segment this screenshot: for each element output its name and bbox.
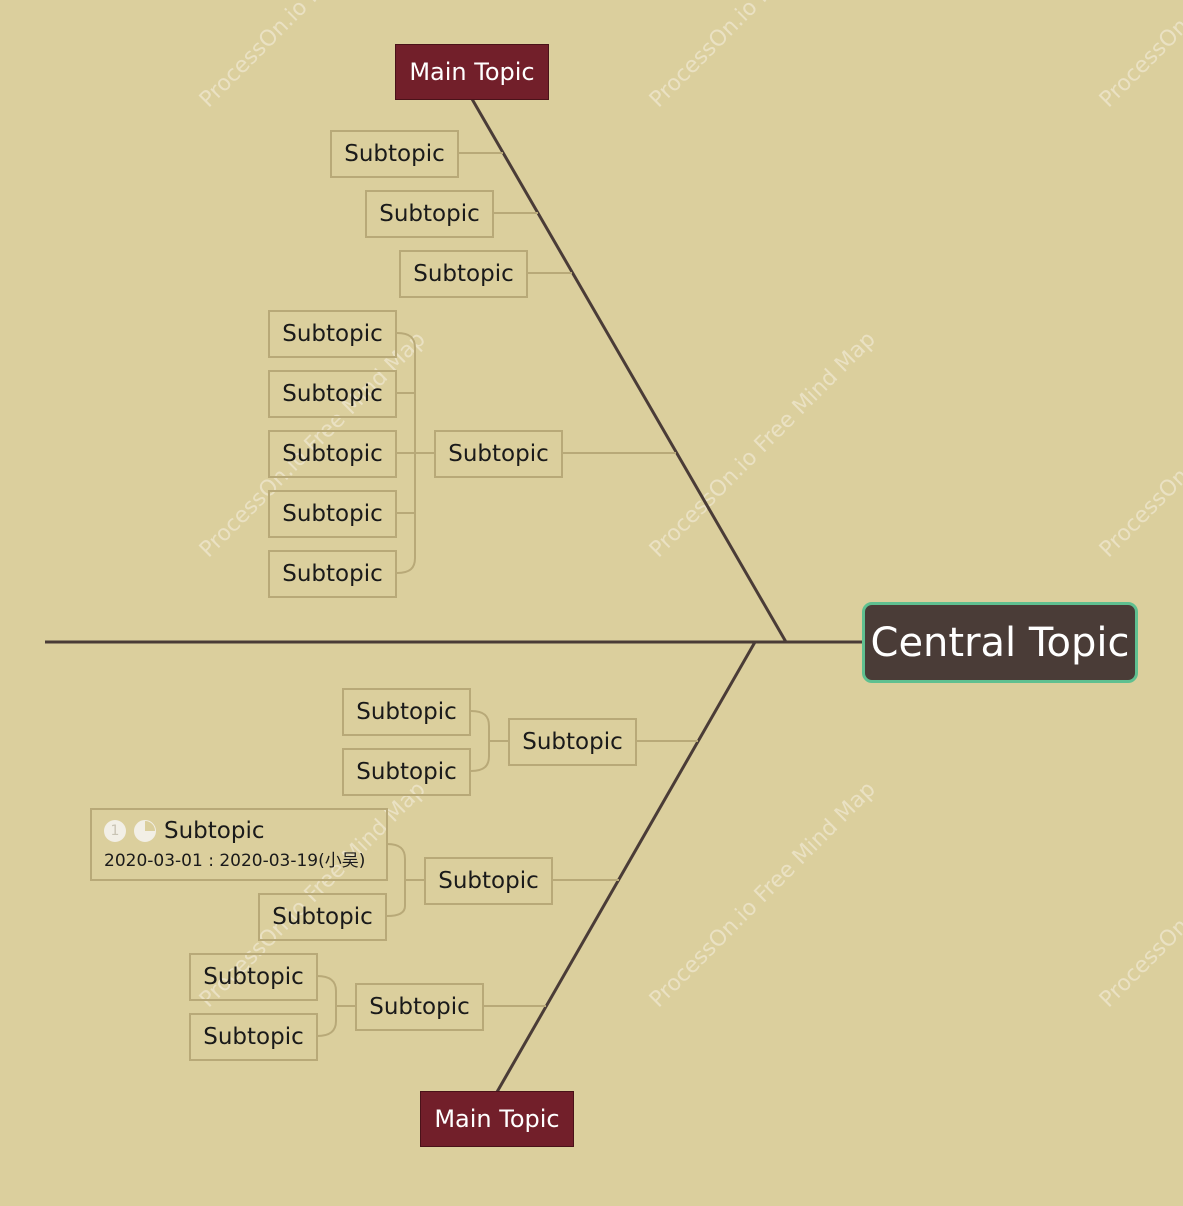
subtopic-label: Subtopic (448, 441, 549, 467)
upper-bone (470, 98, 788, 643)
subtopic-node[interactable]: Subtopic (189, 1013, 318, 1061)
central-topic-label: Central Topic (870, 619, 1130, 666)
subtopic-label: Subtopic (356, 759, 457, 785)
subtopic-label: Subtopic (282, 381, 383, 407)
subtopic-node[interactable]: Subtopic (258, 893, 387, 941)
main-topic-upper[interactable]: Main Topic (395, 44, 549, 100)
subtopic-label: Subtopic (438, 868, 539, 894)
central-topic[interactable]: Central Topic (862, 602, 1138, 683)
priority-1-icon: 1 (104, 820, 126, 842)
subtopic-node[interactable]: Subtopic (330, 130, 459, 178)
subtopic-node[interactable]: Subtopic (189, 953, 318, 1001)
subtopic-label: Subtopic (522, 729, 623, 755)
bracket (316, 975, 337, 1037)
subtopic-node[interactable]: Subtopic (342, 748, 471, 796)
progress-quarter-icon (134, 820, 156, 842)
subtopic-node[interactable]: Subtopic (355, 983, 484, 1031)
subtopic-label: Subtopic (282, 321, 383, 347)
subtopic-node[interactable]: Subtopic (424, 857, 553, 905)
subtopic-label: Subtopic (369, 994, 470, 1020)
subtopic-node[interactable]: Subtopic (508, 718, 637, 766)
subtopic-label: Subtopic (413, 261, 514, 287)
subtopic-node[interactable]: Subtopic (399, 250, 528, 298)
task-date-range: 2020-03-01 : 2020-03-19(小吴) (104, 851, 366, 871)
subtopic-node[interactable]: Subtopic (268, 370, 397, 418)
bracket (386, 843, 406, 917)
subtopic-label: Subtopic (282, 561, 383, 587)
subtopic-node[interactable]: Subtopic (268, 310, 397, 358)
subtopic-node[interactable]: Subtopic (342, 688, 471, 736)
subtopic-node[interactable]: Subtopic (268, 430, 397, 478)
subtopic-label: Subtopic (344, 141, 445, 167)
subtopic-label: Subtopic (356, 699, 457, 725)
subtopic-label: Subtopic (282, 441, 383, 467)
subtopic-node[interactable]: Subtopic (365, 190, 494, 238)
subtopic-node[interactable]: Subtopic (268, 490, 397, 538)
main-topic-label: Main Topic (434, 1105, 560, 1133)
bracket (470, 710, 490, 772)
subtopic-label: Subtopic (379, 201, 480, 227)
main-topic-lower[interactable]: Main Topic (420, 1091, 574, 1147)
main-topic-label: Main Topic (409, 58, 535, 86)
subtopic-label: Subtopic (282, 501, 383, 527)
subtopic-node[interactable]: Subtopic (434, 430, 563, 478)
subtopic-label: Subtopic (164, 818, 265, 844)
task-subtopic-header: 1 Subtopic (104, 818, 265, 844)
subtopic-label: Subtopic (272, 904, 373, 930)
subtopic-node[interactable]: Subtopic (268, 550, 397, 598)
subtopic-label: Subtopic (203, 964, 304, 990)
subtopic-label: Subtopic (203, 1024, 304, 1050)
lower-bone (495, 641, 757, 1093)
task-subtopic-node[interactable]: 1 Subtopic 2020-03-01 : 2020-03-19(小吴) (90, 808, 388, 881)
